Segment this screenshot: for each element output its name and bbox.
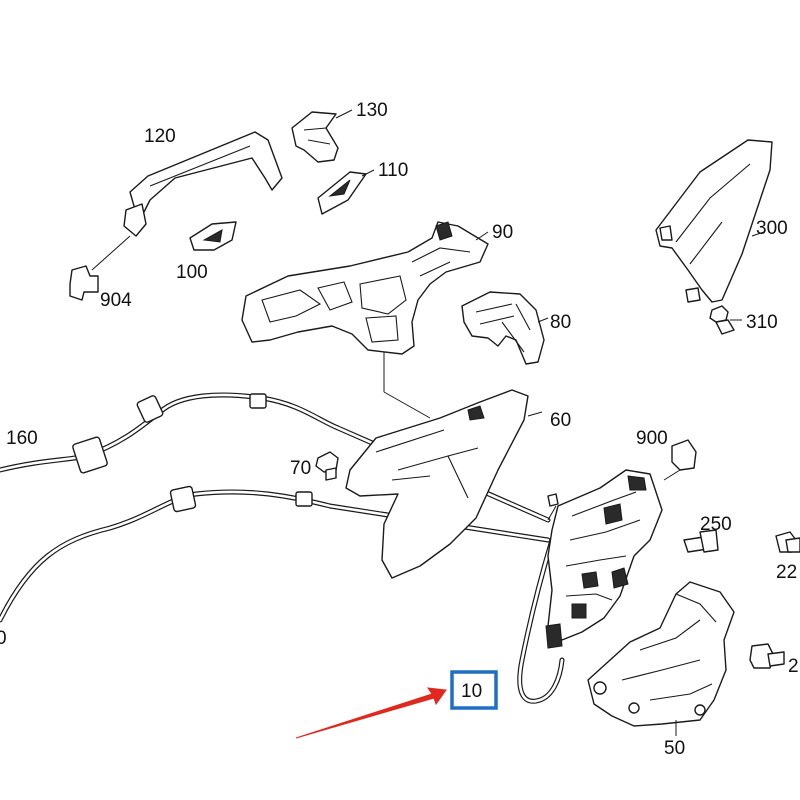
part-120-outer-handle (91, 131, 283, 271)
label-90: 90 (492, 222, 513, 243)
part-250-bolt (683, 529, 719, 553)
label-0-partial: 0 (0, 628, 7, 649)
part-70-screw (315, 451, 339, 481)
part-110-gasket (317, 169, 375, 215)
part-10-lock-mechanism (517, 469, 663, 704)
label-50: 50 (664, 738, 685, 759)
part-90-handle-carrier (241, 221, 489, 419)
part-300-cover (655, 139, 773, 303)
part-22x-screw-partial (775, 531, 800, 553)
label-300: 300 (756, 218, 788, 239)
label-900: 900 (636, 428, 668, 449)
part-50-housing-cover (587, 581, 735, 736)
label-250: 250 (700, 514, 732, 535)
label-310: 310 (746, 312, 778, 333)
part-130-handle-cap (291, 109, 353, 163)
label-70: 70 (290, 458, 311, 479)
label-80: 80 (550, 312, 571, 333)
part-160-bowden-cables (0, 392, 551, 623)
label-904: 904 (100, 290, 132, 311)
part-80-bracket (461, 291, 549, 365)
label-130: 130 (356, 100, 388, 121)
part-904-clip (69, 265, 99, 301)
label-160: 160 (6, 428, 38, 449)
highlight-box (450, 670, 498, 710)
label-120: 120 (144, 126, 176, 147)
part-60-carrier (345, 389, 559, 579)
label-110: 110 (378, 160, 408, 181)
red-arrow-icon (295, 687, 447, 739)
part-2x-bolt-partial (749, 643, 785, 669)
label-60: 60 (550, 410, 571, 431)
part-310-screw (709, 305, 742, 335)
label-2-partial: 2 (788, 656, 799, 677)
label-22-partial: 22 (776, 562, 797, 583)
highlight-arrow (295, 687, 447, 739)
label-100: 100 (176, 262, 208, 283)
label-10: 10 (461, 681, 482, 702)
part-100-gasket (189, 221, 237, 251)
part-900-connector (663, 439, 697, 481)
